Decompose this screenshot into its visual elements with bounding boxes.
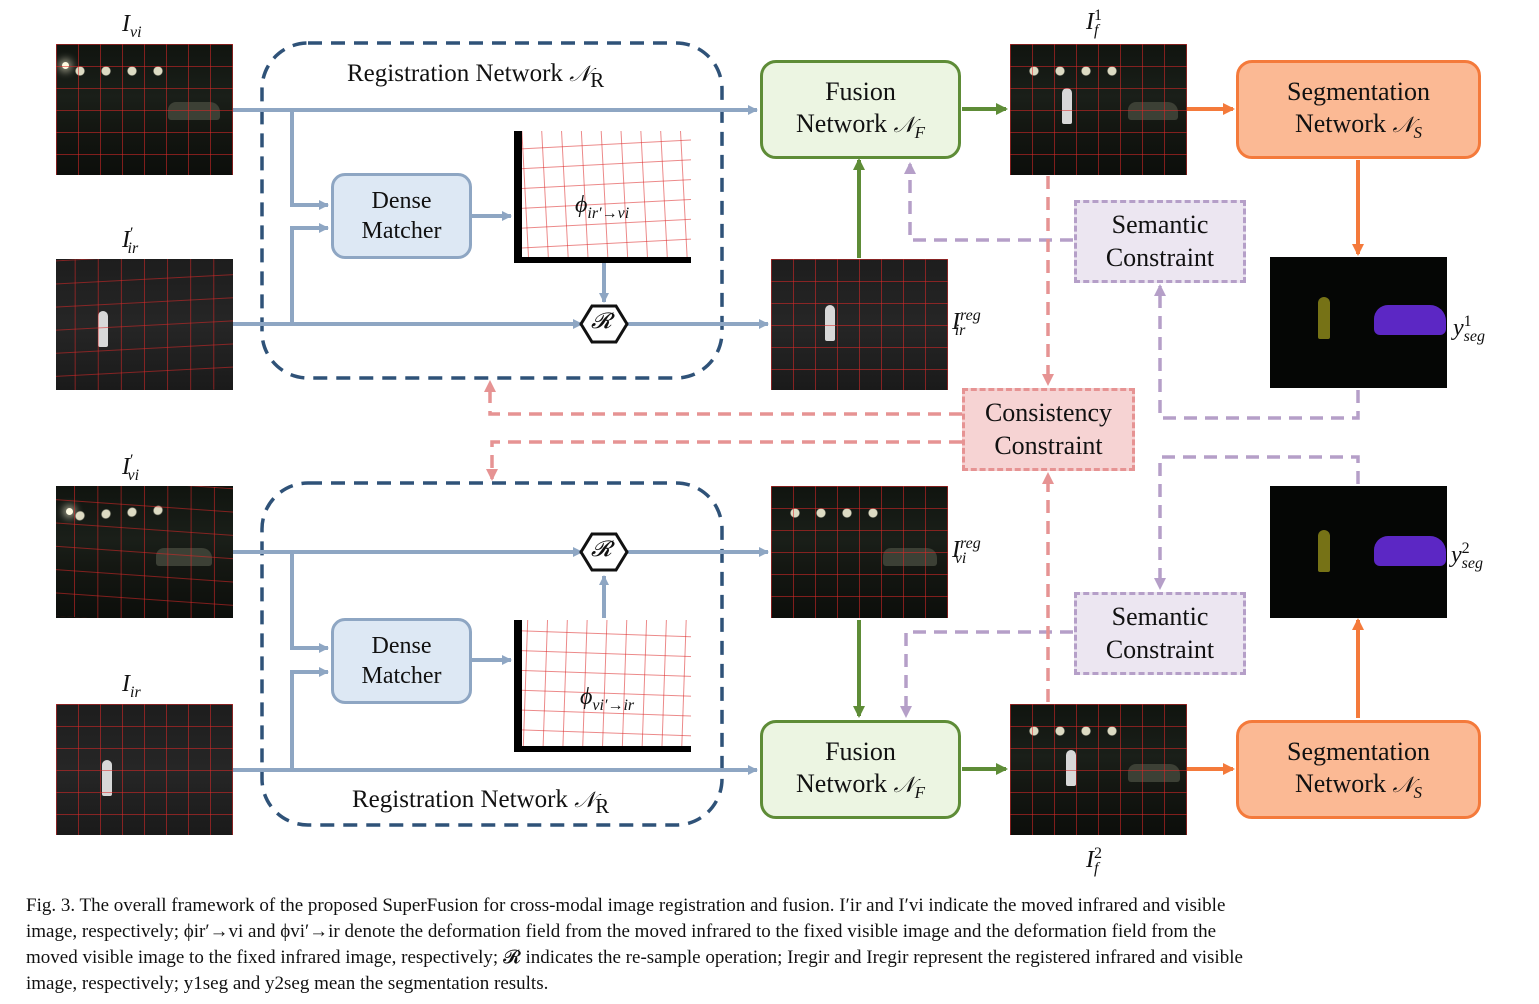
caption-line-4: image, respectively; y1seg and y2seg mea…: [26, 973, 549, 994]
moved-visible-image-thumbnail: [56, 486, 233, 618]
arrow-ir-branch-to-matcher-bottom: [290, 667, 329, 770]
visible-image-thumbnail: [56, 44, 233, 175]
label-I-vi-moved: I′vi: [122, 452, 140, 484]
figure-caption: Fig. 3. The overall framework of the pro…: [26, 893, 1534, 997]
registered-visible-image-thumbnail: [771, 486, 948, 618]
dense-matcher-bottom: Dense Matcher: [331, 618, 472, 704]
arrow-semantic-top-to-fusion: [904, 162, 1073, 242]
caption-line-3: moved visible image to the fixed infrare…: [26, 947, 1243, 968]
arrow-consistency-to-reg-bottom: [486, 440, 962, 481]
deformation-field-top: [514, 131, 691, 263]
caption-line-1: Fig. 3. The overall framework of the pro…: [26, 895, 1226, 916]
segmentation-network-bottom: Segmentation Network 𝒩S: [1236, 720, 1481, 819]
fused-image-2-thumbnail: [1010, 704, 1187, 835]
moved-infrared-image-thumbnail: [56, 259, 233, 390]
fusion-network-top: Fusion Network 𝒩F: [760, 60, 961, 159]
resample-hexagon-top: [579, 304, 629, 344]
arrow-consistency-to-reg-top: [484, 380, 962, 416]
arrow-semantic-bottom-to-fusion: [900, 630, 1073, 718]
gray-arrows: [232, 105, 769, 775]
resample-hexagon-bottom: [579, 532, 629, 572]
registration-network-label-bottom: Registration Network 𝒩R: [352, 786, 610, 818]
label-I-vi: Ivi: [122, 11, 142, 41]
resample-symbol-bottom: 𝓡: [591, 537, 612, 562]
segmentation-result-1: [1270, 257, 1447, 388]
label-I-ir-moved: I′ir: [122, 225, 139, 257]
arrow-vi-moved-branch-to-matcher: [290, 552, 329, 653]
fused-image-1-thumbnail: [1010, 44, 1187, 175]
label-I-f1: I1f: [1086, 7, 1102, 39]
semantic-constraint-bottom: Semantic Constraint: [1074, 592, 1246, 675]
registration-network-label-top: Registration Network 𝒩R: [347, 60, 605, 92]
consistency-constraint: Consistency Constraint: [962, 388, 1135, 471]
registration-region-bottom: [260, 481, 724, 827]
label-I-f2: I2f: [1086, 845, 1102, 877]
fusion-network-bottom: Fusion Network 𝒩F: [760, 720, 961, 819]
semantic-constraint-top: Semantic Constraint: [1074, 200, 1246, 283]
arrow-ir-branch-to-matcher: [290, 223, 329, 324]
segmentation-result-2: [1270, 486, 1447, 618]
orange-arrows: [1187, 103, 1364, 775]
green-arrows: [853, 103, 1008, 775]
label-I-ir: Iir: [122, 671, 141, 701]
superfusion-framework-diagram: 𝓡 𝓡 Registration Network 𝒩R Registration…: [56, 7, 1485, 877]
connector-layer: [232, 41, 1364, 827]
registered-infrared-image-thumbnail: [771, 259, 948, 390]
caption-line-2: image, respectively; ϕir′→vi and ϕvi′→ir…: [26, 921, 1217, 942]
registration-region-top: [260, 41, 724, 380]
arrow-yseg1-to-semantic-top: [1154, 284, 1360, 420]
pink-dashed-arrows: [484, 176, 1054, 702]
label-I-vi-reg: Iregvi: [952, 535, 981, 567]
deformation-field-bottom: [514, 620, 691, 752]
label-phi-bottom: ϕvi′→ir: [580, 684, 635, 714]
label-y-seg1: y1seg: [1453, 313, 1485, 345]
infrared-image-thumbnail: [56, 704, 233, 835]
label-I-ir-reg: Iregir: [952, 307, 981, 339]
dense-matcher-top: Dense Matcher: [331, 173, 472, 259]
arrow-vi-branch-to-matcher: [290, 110, 329, 210]
segmentation-network-top: Segmentation Network 𝒩S: [1236, 60, 1481, 159]
arrow-yseg2-to-semantic-bottom: [1154, 455, 1360, 590]
label-phi-top: ϕir′→vi: [575, 192, 630, 222]
purple-dashed-arrows: [900, 162, 1360, 718]
resample-symbol-top: 𝓡: [591, 309, 612, 334]
label-y-seg2: y2seg: [1451, 540, 1483, 572]
